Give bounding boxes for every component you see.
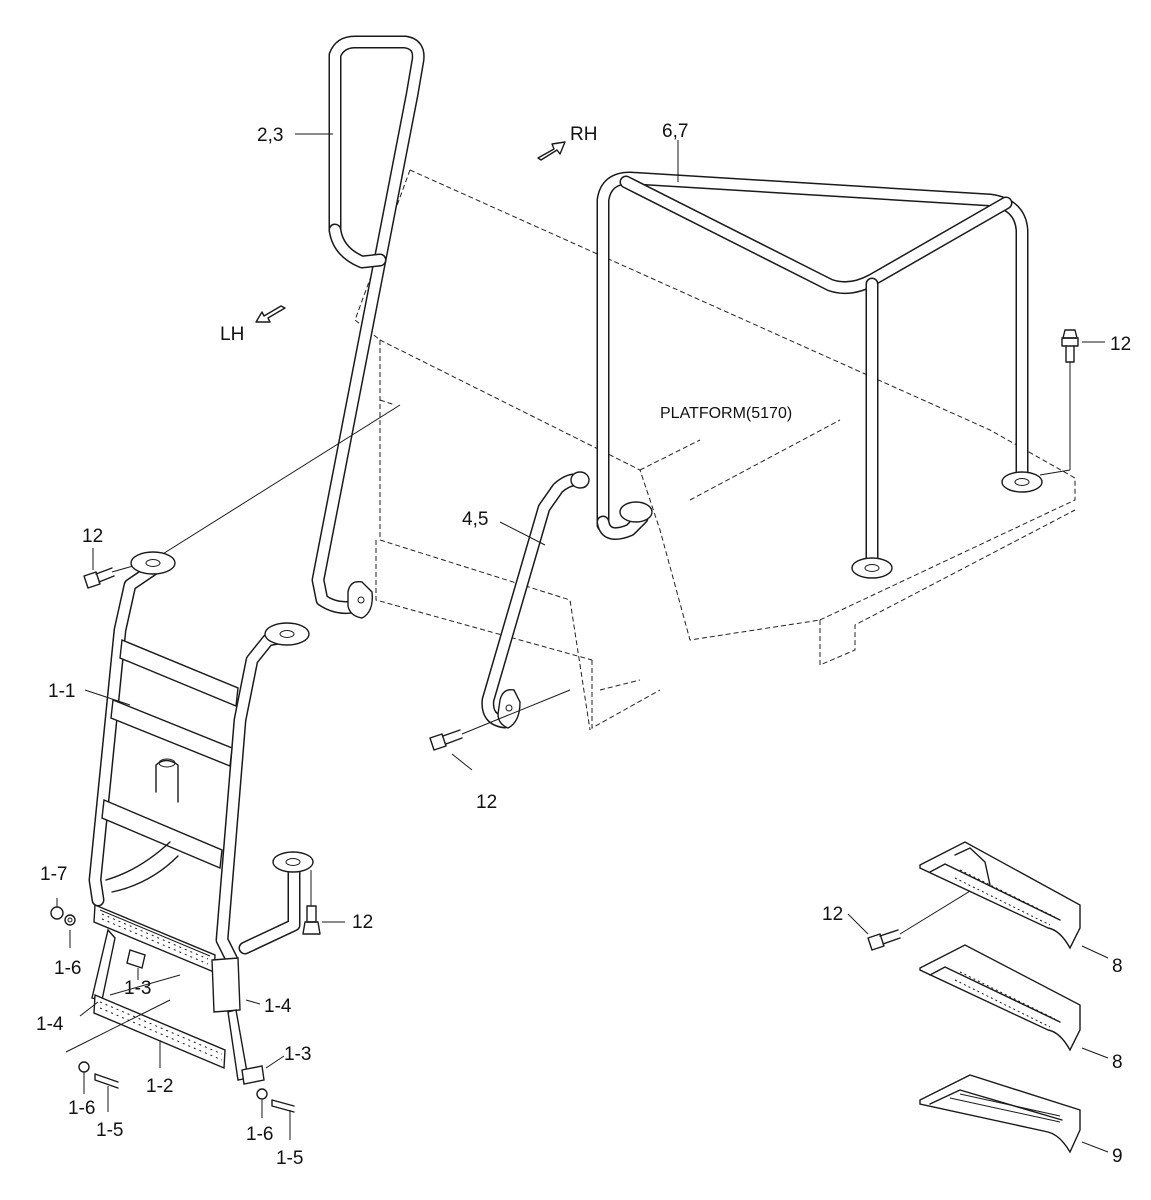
label-1-6-b: 1-6 xyxy=(68,1098,95,1119)
label-1-3-b: 1-3 xyxy=(284,1044,311,1065)
leader-lines xyxy=(56,133,1109,1153)
handrail-4-5 xyxy=(481,471,590,729)
label-rh: RH xyxy=(570,124,597,145)
lh-arrow-icon xyxy=(255,305,286,323)
label-12-left: 12 xyxy=(82,526,103,547)
bolt-12-center xyxy=(429,689,571,771)
label-12-upper-right: 12 xyxy=(1110,334,1131,355)
label-lh: LH xyxy=(220,324,244,345)
label-6-7: 6,7 xyxy=(662,121,688,142)
perforation-upper xyxy=(101,913,209,965)
label-12-center: 12 xyxy=(476,792,497,813)
step-9-bottom xyxy=(919,1074,1081,1154)
callout-labels: 2,3 6,7 RH LH 12 PLATFORM(5170) 4,5 12 1… xyxy=(36,121,1131,1169)
label-1-5-a: 1-5 xyxy=(96,1120,123,1141)
label-1-7: 1-7 xyxy=(40,864,67,885)
label-1-3-a: 1-3 xyxy=(124,978,151,999)
bolt-12-left xyxy=(83,404,401,589)
label-12-steps: 12 xyxy=(822,904,843,925)
ladder-1-1 xyxy=(88,551,314,967)
label-8-b: 8 xyxy=(1112,1052,1123,1073)
label-platform: PLATFORM(5170) xyxy=(660,405,792,422)
ladder-steps xyxy=(50,903,295,1113)
label-2-3: 2,3 xyxy=(257,125,283,146)
bolt-12-steps xyxy=(847,887,976,951)
label-1-6-c: 1-6 xyxy=(246,1124,273,1145)
rh-arrow-icon xyxy=(537,141,566,161)
step-8-top xyxy=(919,841,1081,950)
handrail-2-3 xyxy=(311,35,425,619)
label-9: 9 xyxy=(1112,1146,1123,1167)
step-8-middle xyxy=(919,944,1081,1052)
label-1-2: 1-2 xyxy=(146,1076,173,1097)
label-1-6-a: 1-6 xyxy=(54,958,81,979)
label-1-4-a: 1-4 xyxy=(36,1014,64,1035)
perforation-lower xyxy=(99,1001,223,1061)
label-1-1: 1-1 xyxy=(48,681,75,702)
handrail-6-7 xyxy=(596,171,1043,579)
bolt-12-upper-right xyxy=(1039,329,1105,476)
label-4-5: 4,5 xyxy=(462,509,488,530)
platform-outline xyxy=(354,169,1076,731)
label-8-a: 8 xyxy=(1112,956,1123,977)
label-1-4-b: 1-4 xyxy=(264,996,292,1017)
label-1-5-b: 1-5 xyxy=(276,1148,303,1169)
label-12-ladder: 12 xyxy=(352,912,373,933)
bolt-12-ladder xyxy=(302,870,345,935)
